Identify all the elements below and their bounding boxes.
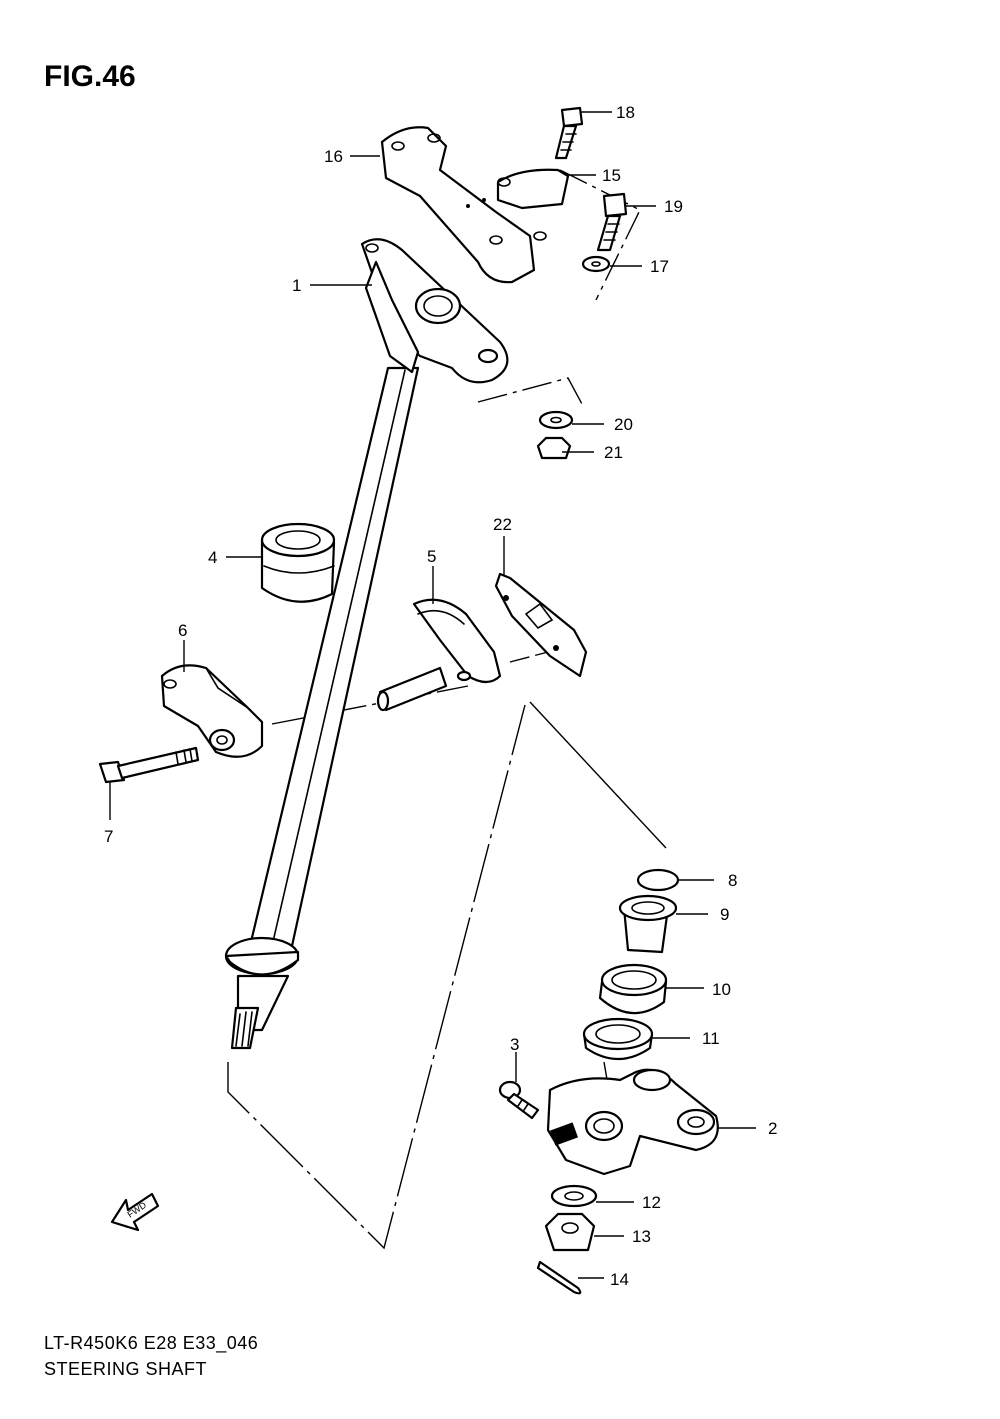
bolt-18 <box>554 106 584 160</box>
callout-7: 7 <box>104 827 113 846</box>
callout-5: 5 <box>427 547 436 566</box>
cotter-pin-14 <box>536 1260 582 1295</box>
washer-20 <box>538 410 574 430</box>
callout-19: 19 <box>664 197 683 216</box>
bush-9 <box>618 894 678 954</box>
model-code: LT-R450K6 E28 E33_046 <box>44 1333 259 1353</box>
callout-16: 16 <box>324 147 343 166</box>
bracket-22 <box>494 572 588 678</box>
handlebar-holder-upper <box>380 126 536 284</box>
callouts: 1 2 3 4 5 6 7 8 9 10 11 12 13 14 15 16 1… <box>104 103 777 1289</box>
diagram-name: STEERING SHAFT <box>44 1359 208 1379</box>
callout-21: 21 <box>604 443 623 462</box>
callout-4: 4 <box>208 548 217 567</box>
bearing-11 <box>582 1017 654 1060</box>
shaft-holder-5 <box>412 598 502 684</box>
leader-lines <box>109 111 756 1279</box>
callout-22: 22 <box>493 515 512 534</box>
callout-17: 17 <box>650 257 669 276</box>
callout-11: 11 <box>702 1029 720 1048</box>
handlebar-holder-cap <box>496 168 570 241</box>
callout-13: 13 <box>632 1227 651 1246</box>
callout-8: 8 <box>728 871 737 890</box>
figure-title: FIG.46 <box>44 60 136 93</box>
callout-1: 1 <box>292 276 301 295</box>
callout-9: 9 <box>720 905 729 924</box>
castle-nut-13 <box>544 1212 596 1252</box>
callout-10: 10 <box>712 980 731 999</box>
washer-17 <box>581 255 611 273</box>
steering-arm-2 <box>546 1068 719 1176</box>
callout-15: 15 <box>602 166 621 185</box>
callout-14: 14 <box>610 1270 629 1289</box>
fwd-arrow-icon: FWD <box>110 1192 160 1232</box>
oil-seal-4 <box>260 522 336 603</box>
callout-18: 18 <box>616 103 635 122</box>
oil-seal-10 <box>598 963 668 1015</box>
callout-20: 20 <box>614 415 633 434</box>
callout-2: 2 <box>768 1119 777 1138</box>
steering-shaft <box>224 238 509 1050</box>
washer-12 <box>550 1184 598 1208</box>
bush <box>376 666 448 712</box>
callout-3: 3 <box>510 1035 519 1054</box>
nut-21 <box>536 436 572 460</box>
callout-12: 12 <box>642 1193 661 1212</box>
shaft-holder-6 <box>160 664 264 758</box>
bolt-3 <box>498 1080 540 1120</box>
callout-6: 6 <box>178 621 187 640</box>
bolt-19 <box>596 192 628 252</box>
bolt-7 <box>98 746 200 784</box>
circlip-8 <box>636 868 680 892</box>
